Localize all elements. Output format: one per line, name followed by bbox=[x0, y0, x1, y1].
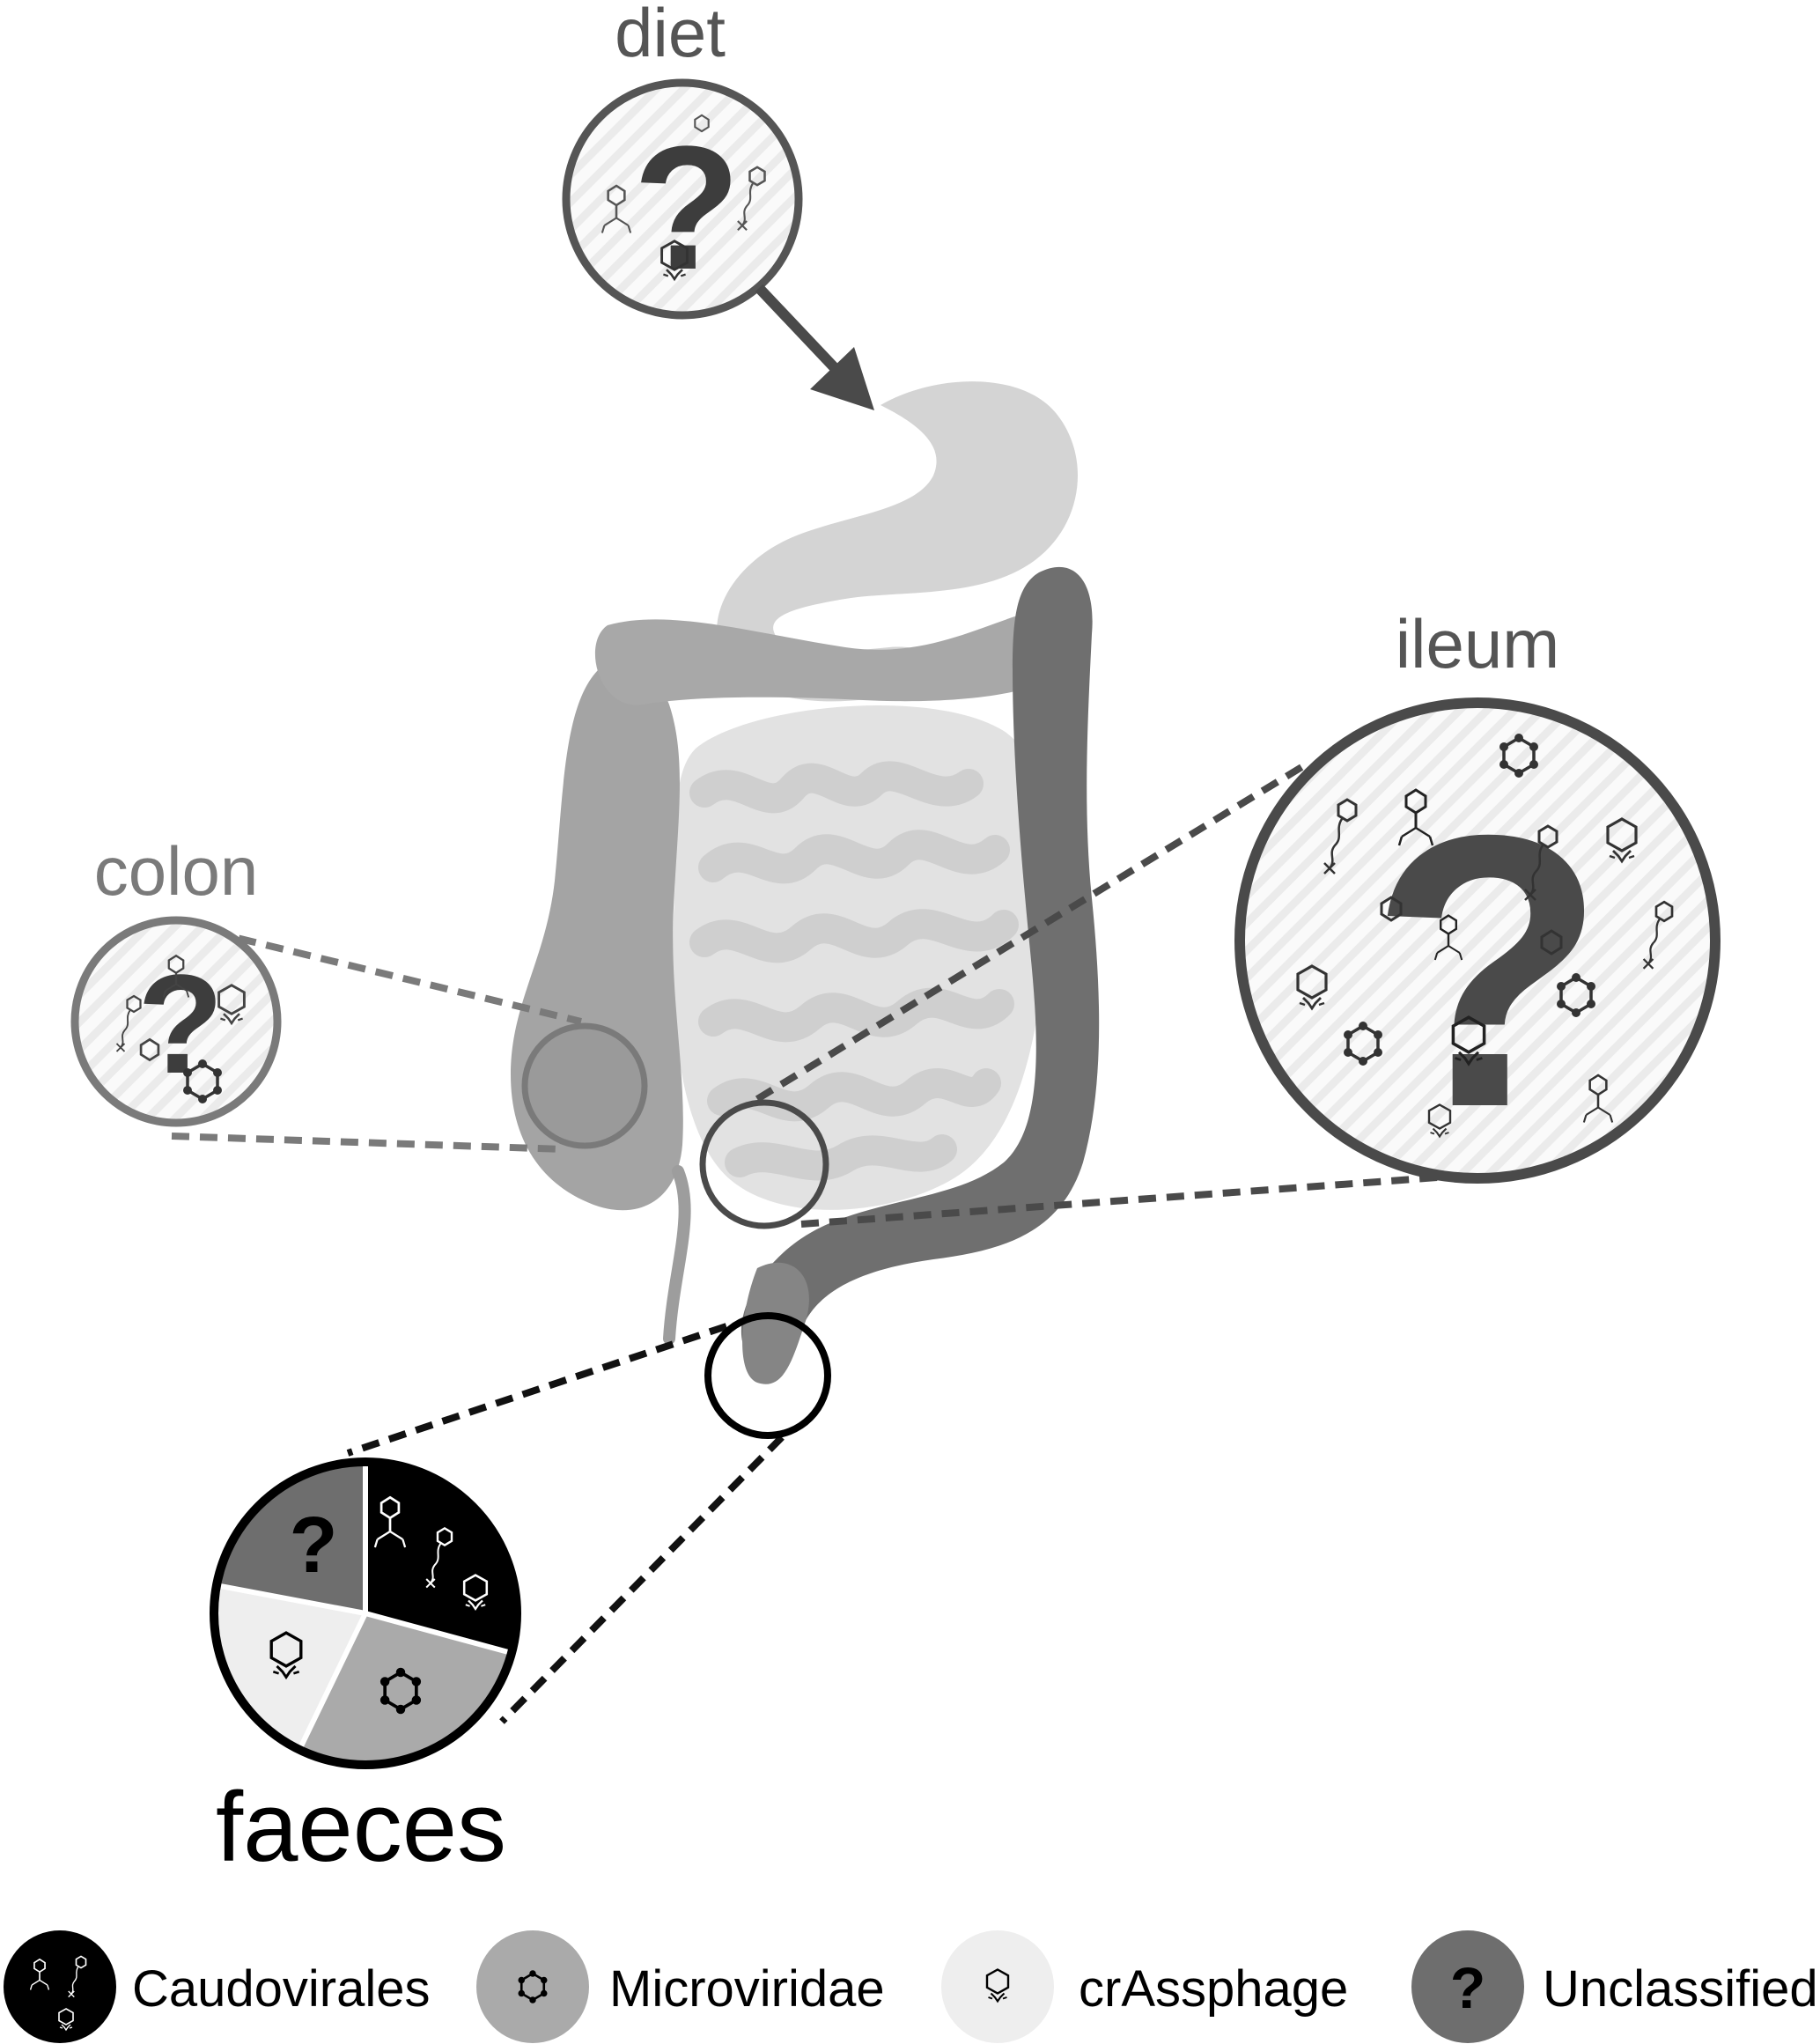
question-mark-icon: ? bbox=[137, 945, 224, 1103]
legend-item-crassphage: crAssphage bbox=[941, 1930, 1348, 2043]
legend-label-microviridae: Microviridae bbox=[609, 1960, 885, 2018]
ileum-panel: ileum ? bbox=[1234, 605, 1721, 1188]
faeces-label: faeces bbox=[216, 1772, 506, 1882]
colon-circle bbox=[70, 916, 282, 1127]
appendix bbox=[663, 1165, 691, 1345]
legend-swatch-caudovirales bbox=[4, 1930, 116, 2043]
connector-lines bbox=[171, 763, 1463, 1724]
pie-slice-unclassified bbox=[216, 1461, 365, 1613]
faeces-pie-chart bbox=[210, 1457, 521, 1769]
legend-swatch-microviridae bbox=[476, 1930, 589, 2043]
colon-panel: colon ? bbox=[70, 832, 282, 1127]
diet-arrow bbox=[755, 284, 874, 410]
stomach bbox=[717, 381, 1078, 702]
colon-sample-marker bbox=[521, 1022, 648, 1149]
phage-capsid-icon bbox=[1380, 896, 1403, 922]
faeces-circle bbox=[210, 1457, 521, 1769]
ileum-sample-marker bbox=[699, 1099, 829, 1229]
colon-label: colon bbox=[94, 832, 258, 910]
legend-swatch-crassphage bbox=[941, 1930, 1054, 2043]
faeces-panel: ? faeces bbox=[210, 1457, 521, 1882]
diet-circle bbox=[562, 78, 803, 320]
legend-item-microviridae: Microviridae bbox=[476, 1930, 885, 2043]
rectum bbox=[742, 1262, 809, 1384]
question-mark-icon: ? bbox=[1450, 1955, 1485, 2020]
question-mark-icon: ? bbox=[633, 110, 741, 306]
question-mark-icon: ? bbox=[1370, 756, 1607, 1188]
legend-label-crassphage: crAssphage bbox=[1079, 1960, 1348, 2018]
descending-colon bbox=[741, 566, 1100, 1363]
phage-capsid-icon bbox=[694, 114, 710, 133]
legend-item-unclassified: ? Unclassified bbox=[1411, 1930, 1818, 2043]
faeces-sample-marker bbox=[704, 1312, 831, 1439]
phage-capsid-icon bbox=[1540, 929, 1563, 956]
small-intestine-loops bbox=[689, 761, 1019, 1181]
transverse-colon bbox=[594, 607, 1072, 705]
legend-swatch-unclassified bbox=[1411, 1930, 1524, 2043]
ileum-label: ileum bbox=[1396, 605, 1559, 683]
legend-label-caudovirales: Caudovirales bbox=[132, 1960, 431, 2018]
diet-panel: diet ? bbox=[562, 0, 803, 320]
legend: Caudovirales Microviridae crAssphage ? U… bbox=[4, 1930, 1818, 2043]
question-mark-icon: ? bbox=[290, 1502, 338, 1590]
phage-capsid-icon bbox=[139, 1037, 160, 1062]
gastrointestinal-tract bbox=[511, 381, 1100, 1384]
diet-label: diet bbox=[615, 0, 726, 71]
legend-item-caudovirales: Caudovirales bbox=[4, 1930, 431, 2043]
pie-slice-microviridae bbox=[299, 1613, 512, 1766]
legend-label-unclassified: Unclassified bbox=[1543, 1960, 1818, 2018]
